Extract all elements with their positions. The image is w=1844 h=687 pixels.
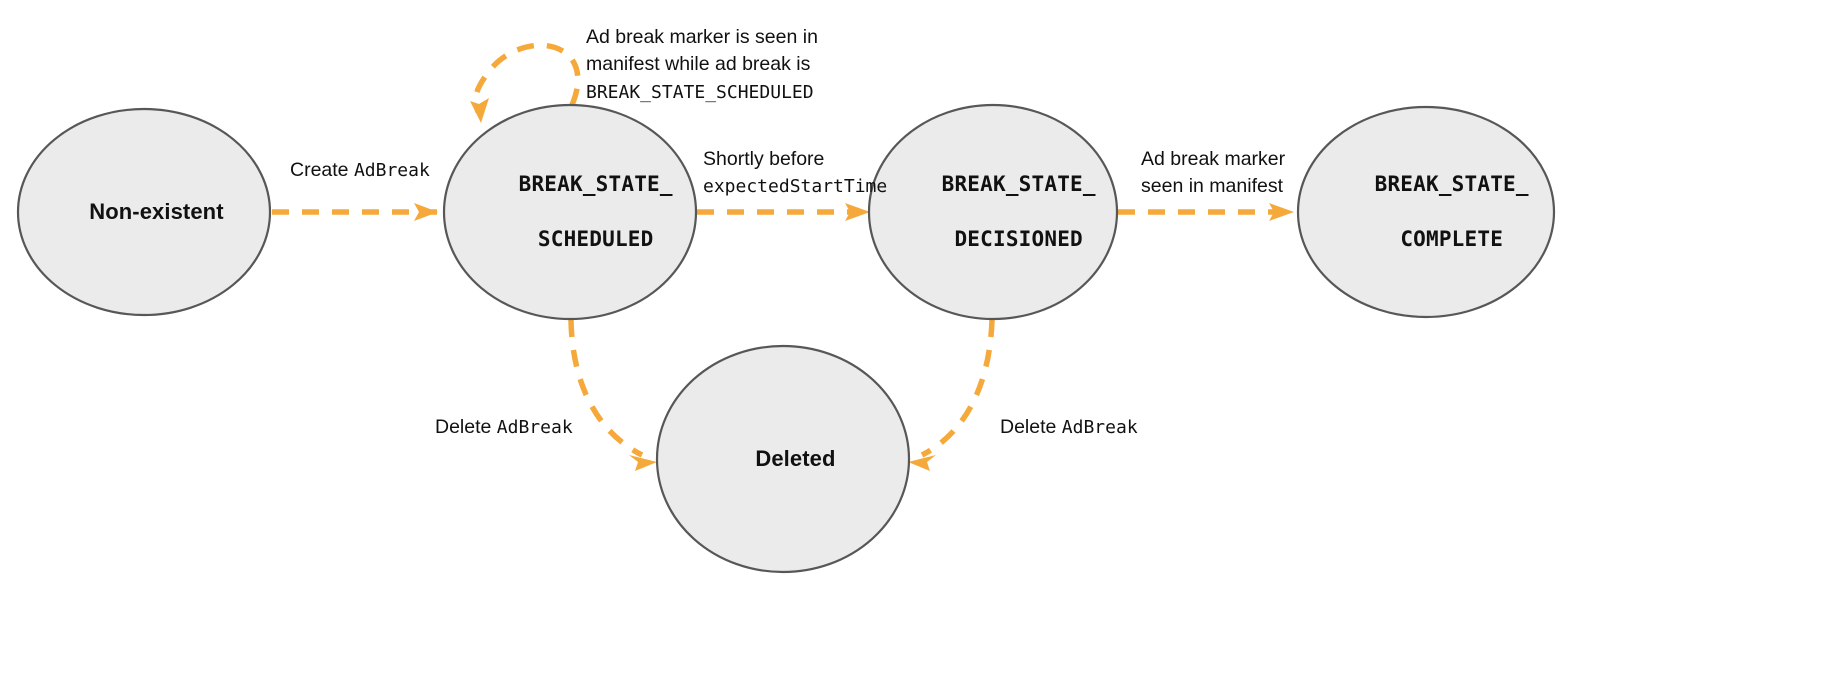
edge-scheduled-self-loop-arrowhead (470, 98, 489, 123)
node-deleted[interactable] (655, 344, 911, 574)
node-break-state-scheduled[interactable] (442, 103, 698, 321)
edge-label-shortly-before-expected-start-time: Shortly before expectedStartTime (703, 146, 887, 201)
edge-delete-from-decisioned-line (920, 319, 995, 458)
edge-label-delete-adbreak-from-scheduled: Delete AdBreak (435, 414, 573, 441)
edge-label-line: seen in manifest (1141, 173, 1285, 200)
edge-delete-from-decisioned (908, 319, 995, 471)
edge-label-ad-break-marker-scheduled-loop: Ad break marker is seen in manifest while… (586, 24, 818, 106)
edge-label-line: Ad break marker is seen in (586, 24, 818, 51)
edge-label-create-adbreak: Create AdBreak (290, 157, 430, 184)
edge-label-code-fragment: BREAK_STATE_SCHEDULED (586, 81, 814, 103)
edge-label-code-fragment: expectedStartTime (703, 176, 888, 198)
edge-label-line: expectedStartTime (703, 173, 887, 200)
edge-marker-seen-in-manifest (1118, 203, 1294, 221)
edge-create-adbreak-arrowhead (414, 203, 438, 221)
edge-label-text-fragment: manifest while ad break is (586, 53, 811, 76)
edge-label-line: Delete AdBreak (1000, 414, 1138, 441)
edge-shortly-before-arrowhead (845, 203, 870, 221)
edge-scheduled-self-loop-line (472, 42, 581, 113)
edge-label-code-fragment: AdBreak (1061, 417, 1138, 438)
edge-label-line: Shortly before (703, 146, 887, 173)
edge-label-line: Ad break marker (1141, 146, 1285, 173)
edge-create-adbreak (272, 203, 438, 221)
edge-label-delete-adbreak-from-decisioned: Delete AdBreak (1000, 414, 1138, 441)
node-break-state-decisioned[interactable] (867, 103, 1119, 321)
edge-delete-from-decisioned-arrowhead (908, 455, 936, 471)
node-break-state-complete[interactable] (1296, 105, 1556, 319)
edge-label-text-fragment: Ad break marker (1141, 148, 1286, 170)
edge-label-line: Create AdBreak (290, 157, 430, 184)
node-non-existent[interactable] (16, 107, 272, 317)
edge-label-text-fragment: seen in manifest (1141, 175, 1283, 198)
edge-scheduled-self-loop (470, 42, 581, 123)
edge-label-text-fragment: Delete (1000, 416, 1062, 438)
edge-label-line: manifest while ad break is (586, 51, 818, 78)
edge-label-code-fragment: AdBreak (496, 417, 573, 438)
edge-delete-from-scheduled (568, 319, 657, 471)
edge-label-text-fragment: Create (290, 159, 354, 181)
edge-label-text-fragment: Ad break marker is seen in (586, 26, 818, 48)
edge-label-text-fragment: Delete (435, 416, 497, 438)
edge-marker-seen-in-manifest-arrowhead (1269, 203, 1294, 221)
edge-shortly-before (697, 203, 870, 221)
edge-label-text-fragment: Shortly before (703, 148, 825, 170)
edge-label-line: BREAK_STATE_SCHEDULED (586, 79, 818, 106)
edge-delete-from-scheduled-line (568, 319, 644, 458)
edge-label-ad-break-marker-seen-in-manifest: Ad break marker seen in manifest (1141, 146, 1285, 201)
edge-label-line: Delete AdBreak (435, 414, 573, 441)
edge-delete-from-scheduled-arrowhead (629, 455, 657, 471)
edge-label-code-fragment: AdBreak (353, 160, 430, 181)
